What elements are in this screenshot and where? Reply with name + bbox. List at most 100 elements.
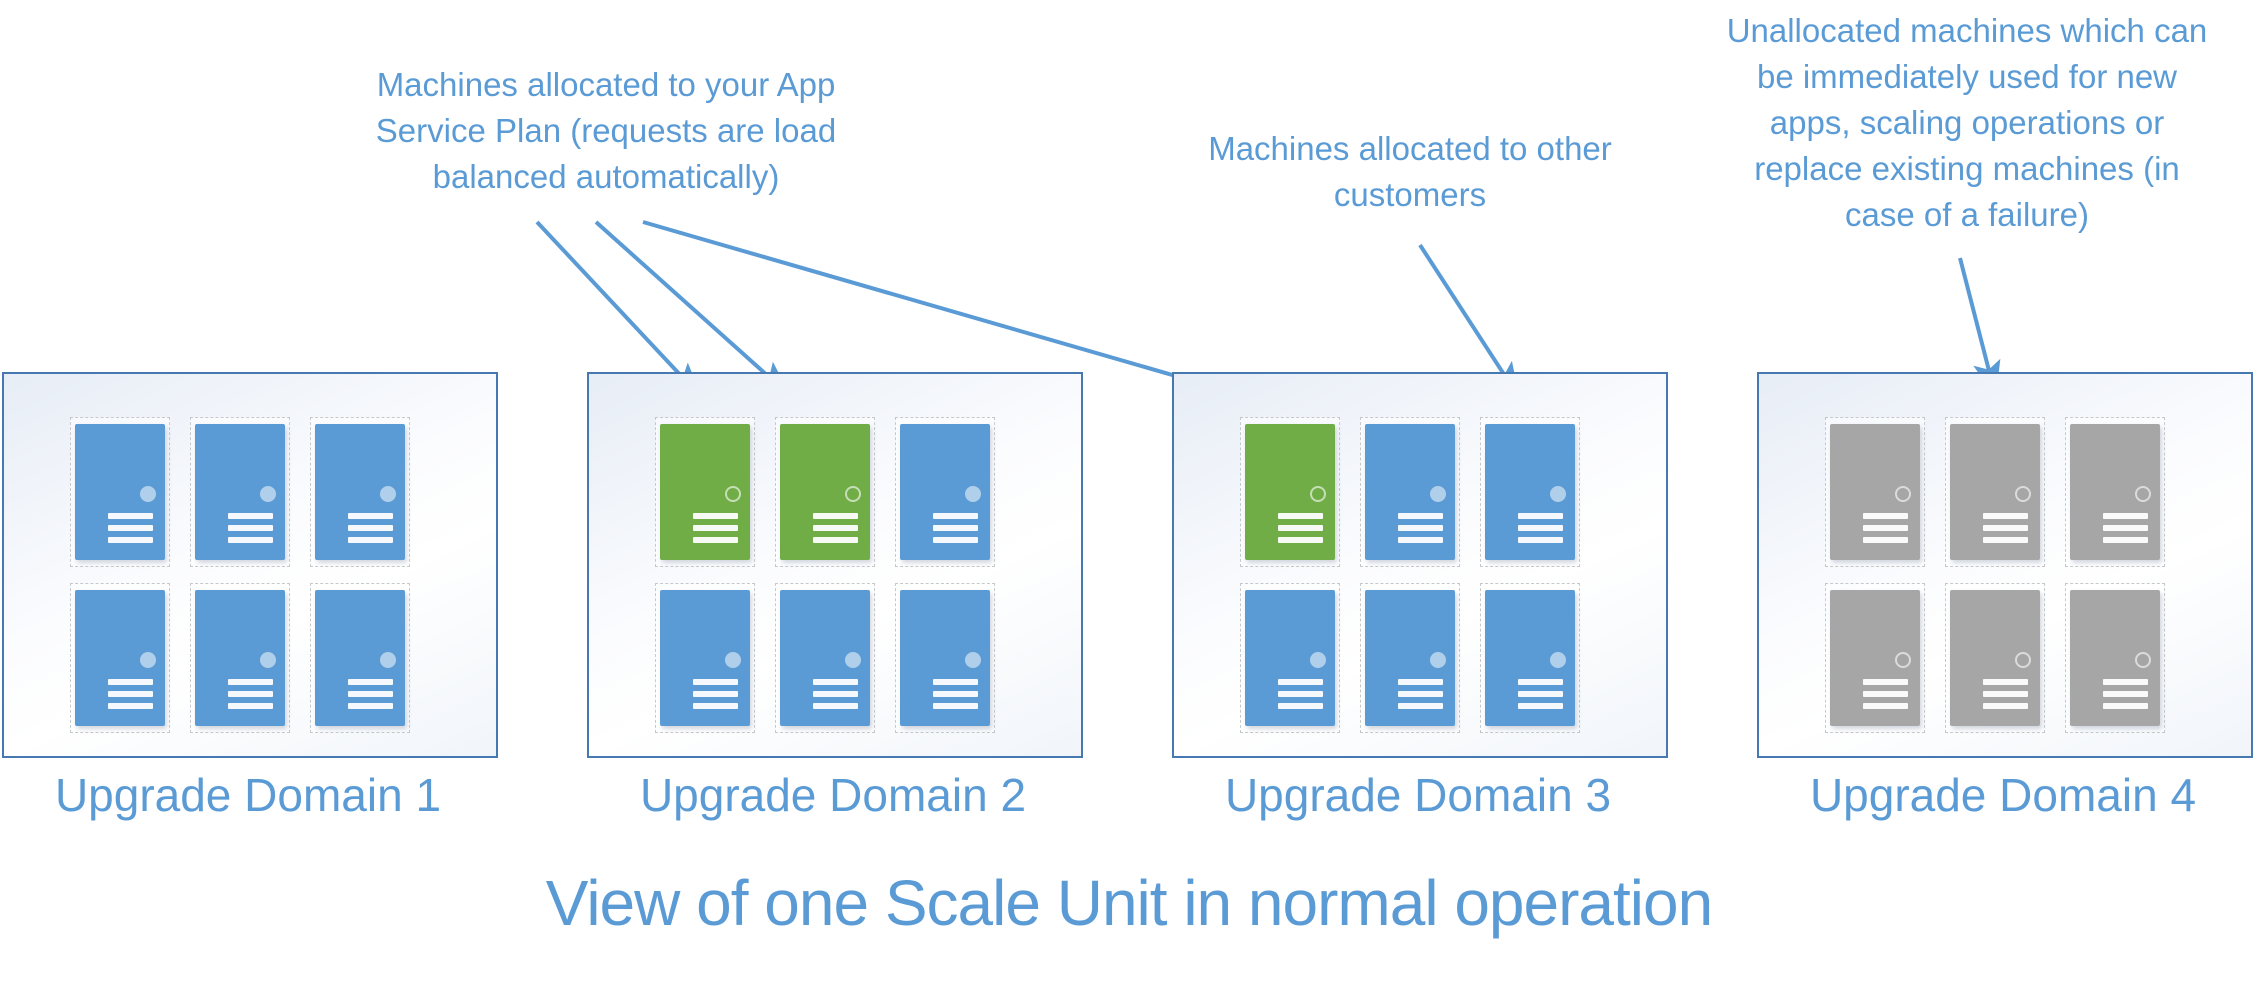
power-led-icon bbox=[965, 486, 981, 502]
vent-line bbox=[1398, 537, 1443, 543]
vent-line bbox=[348, 513, 393, 519]
vent-line bbox=[693, 537, 738, 543]
vent-line bbox=[2103, 691, 2148, 697]
vent-line bbox=[813, 703, 858, 709]
machine-slot bbox=[1945, 583, 2045, 733]
power-led-icon bbox=[380, 652, 396, 668]
vent-line bbox=[1863, 513, 1908, 519]
vent-line bbox=[2103, 679, 2148, 685]
machine-slot bbox=[2065, 417, 2165, 567]
machine-grid bbox=[1825, 417, 2165, 733]
vent-line bbox=[228, 537, 273, 543]
vent-line bbox=[348, 691, 393, 697]
vent-line bbox=[933, 525, 978, 531]
vent-line bbox=[108, 679, 153, 685]
vent-line bbox=[1278, 525, 1323, 531]
server-machine-blue bbox=[75, 590, 165, 726]
server-machine-gray bbox=[1830, 590, 1920, 726]
vent-line bbox=[1863, 525, 1908, 531]
upgrade-domain-4-box bbox=[1757, 372, 2253, 758]
vent-line bbox=[1278, 679, 1323, 685]
server-machine-blue bbox=[780, 590, 870, 726]
vent-line bbox=[348, 679, 393, 685]
server-machine-blue bbox=[75, 424, 165, 560]
machine-slot bbox=[1825, 583, 1925, 733]
vent-line bbox=[1983, 525, 2028, 531]
vent-line bbox=[108, 513, 153, 519]
vent-line bbox=[2103, 703, 2148, 709]
server-machine-blue bbox=[315, 424, 405, 560]
vent-line bbox=[1398, 679, 1443, 685]
server-machine-green bbox=[660, 424, 750, 560]
machine-slot bbox=[70, 417, 170, 567]
vent-line bbox=[693, 513, 738, 519]
server-machine-blue bbox=[1245, 590, 1335, 726]
machine-slot bbox=[1945, 417, 2045, 567]
server-machine-green bbox=[780, 424, 870, 560]
power-led-icon bbox=[140, 486, 156, 502]
server-machine-blue bbox=[195, 590, 285, 726]
power-led-icon bbox=[260, 652, 276, 668]
power-led-icon bbox=[2015, 486, 2031, 502]
machine-slot bbox=[2065, 583, 2165, 733]
upgrade-domain-2-label: Upgrade Domain 2 bbox=[639, 769, 1027, 821]
power-led-icon bbox=[1310, 652, 1326, 668]
power-led-icon bbox=[1550, 486, 1566, 502]
vent-line bbox=[813, 691, 858, 697]
vent-line bbox=[108, 537, 153, 543]
vent-line bbox=[1863, 679, 1908, 685]
power-led-icon bbox=[845, 486, 861, 502]
machine-slot bbox=[1240, 583, 1340, 733]
upgrade-domain-3-label: Upgrade Domain 3 bbox=[1224, 769, 1612, 821]
vent-line bbox=[1518, 525, 1563, 531]
vent-line bbox=[1983, 537, 2028, 543]
power-led-icon bbox=[1895, 486, 1911, 502]
machine-slot bbox=[1825, 417, 1925, 567]
vent-line bbox=[228, 691, 273, 697]
vent-line bbox=[1518, 537, 1563, 543]
annotation-unallocated-machines: Unallocated machines which can be immedi… bbox=[1726, 12, 2208, 233]
vent-line bbox=[1983, 703, 2028, 709]
machine-slot bbox=[1480, 583, 1580, 733]
power-led-icon bbox=[1310, 486, 1326, 502]
power-led-icon bbox=[725, 652, 741, 668]
arrow-plan-to-domain2-machine2 bbox=[594, 220, 791, 397]
vent-line bbox=[693, 525, 738, 531]
vent-line bbox=[108, 525, 153, 531]
upgrade-domain-4-label: Upgrade Domain 4 bbox=[1809, 769, 2197, 821]
vent-line bbox=[1278, 703, 1323, 709]
vent-line bbox=[1863, 537, 1908, 543]
server-machine-blue bbox=[900, 590, 990, 726]
vent-line bbox=[1518, 703, 1563, 709]
vent-line bbox=[1983, 691, 2028, 697]
server-machine-blue bbox=[1365, 590, 1455, 726]
arrow-plan-to-domain2-machine1 bbox=[535, 220, 703, 399]
vent-line bbox=[813, 679, 858, 685]
vent-line bbox=[228, 525, 273, 531]
power-led-icon bbox=[1430, 652, 1446, 668]
server-machine-gray bbox=[1830, 424, 1920, 560]
vent-line bbox=[813, 525, 858, 531]
vent-line bbox=[1398, 513, 1443, 519]
annotation-app-service-plan: Machines allocated to your App Service P… bbox=[375, 66, 837, 195]
machine-grid bbox=[70, 417, 410, 733]
vent-line bbox=[933, 537, 978, 543]
machine-grid bbox=[655, 417, 995, 733]
vent-line bbox=[1278, 691, 1323, 697]
vent-line bbox=[228, 703, 273, 709]
upgrade-domain-2-box bbox=[587, 372, 1083, 758]
vent-line bbox=[2103, 513, 2148, 519]
machine-grid bbox=[1240, 417, 1580, 733]
vent-line bbox=[1278, 537, 1323, 543]
vent-line bbox=[813, 513, 858, 519]
server-machine-blue bbox=[1485, 424, 1575, 560]
power-led-icon bbox=[1550, 652, 1566, 668]
machine-slot bbox=[190, 583, 290, 733]
power-led-icon bbox=[140, 652, 156, 668]
vent-line bbox=[933, 703, 978, 709]
vent-line bbox=[1983, 513, 2028, 519]
vent-line bbox=[813, 537, 858, 543]
vent-line bbox=[1863, 703, 1908, 709]
machine-slot bbox=[895, 417, 995, 567]
